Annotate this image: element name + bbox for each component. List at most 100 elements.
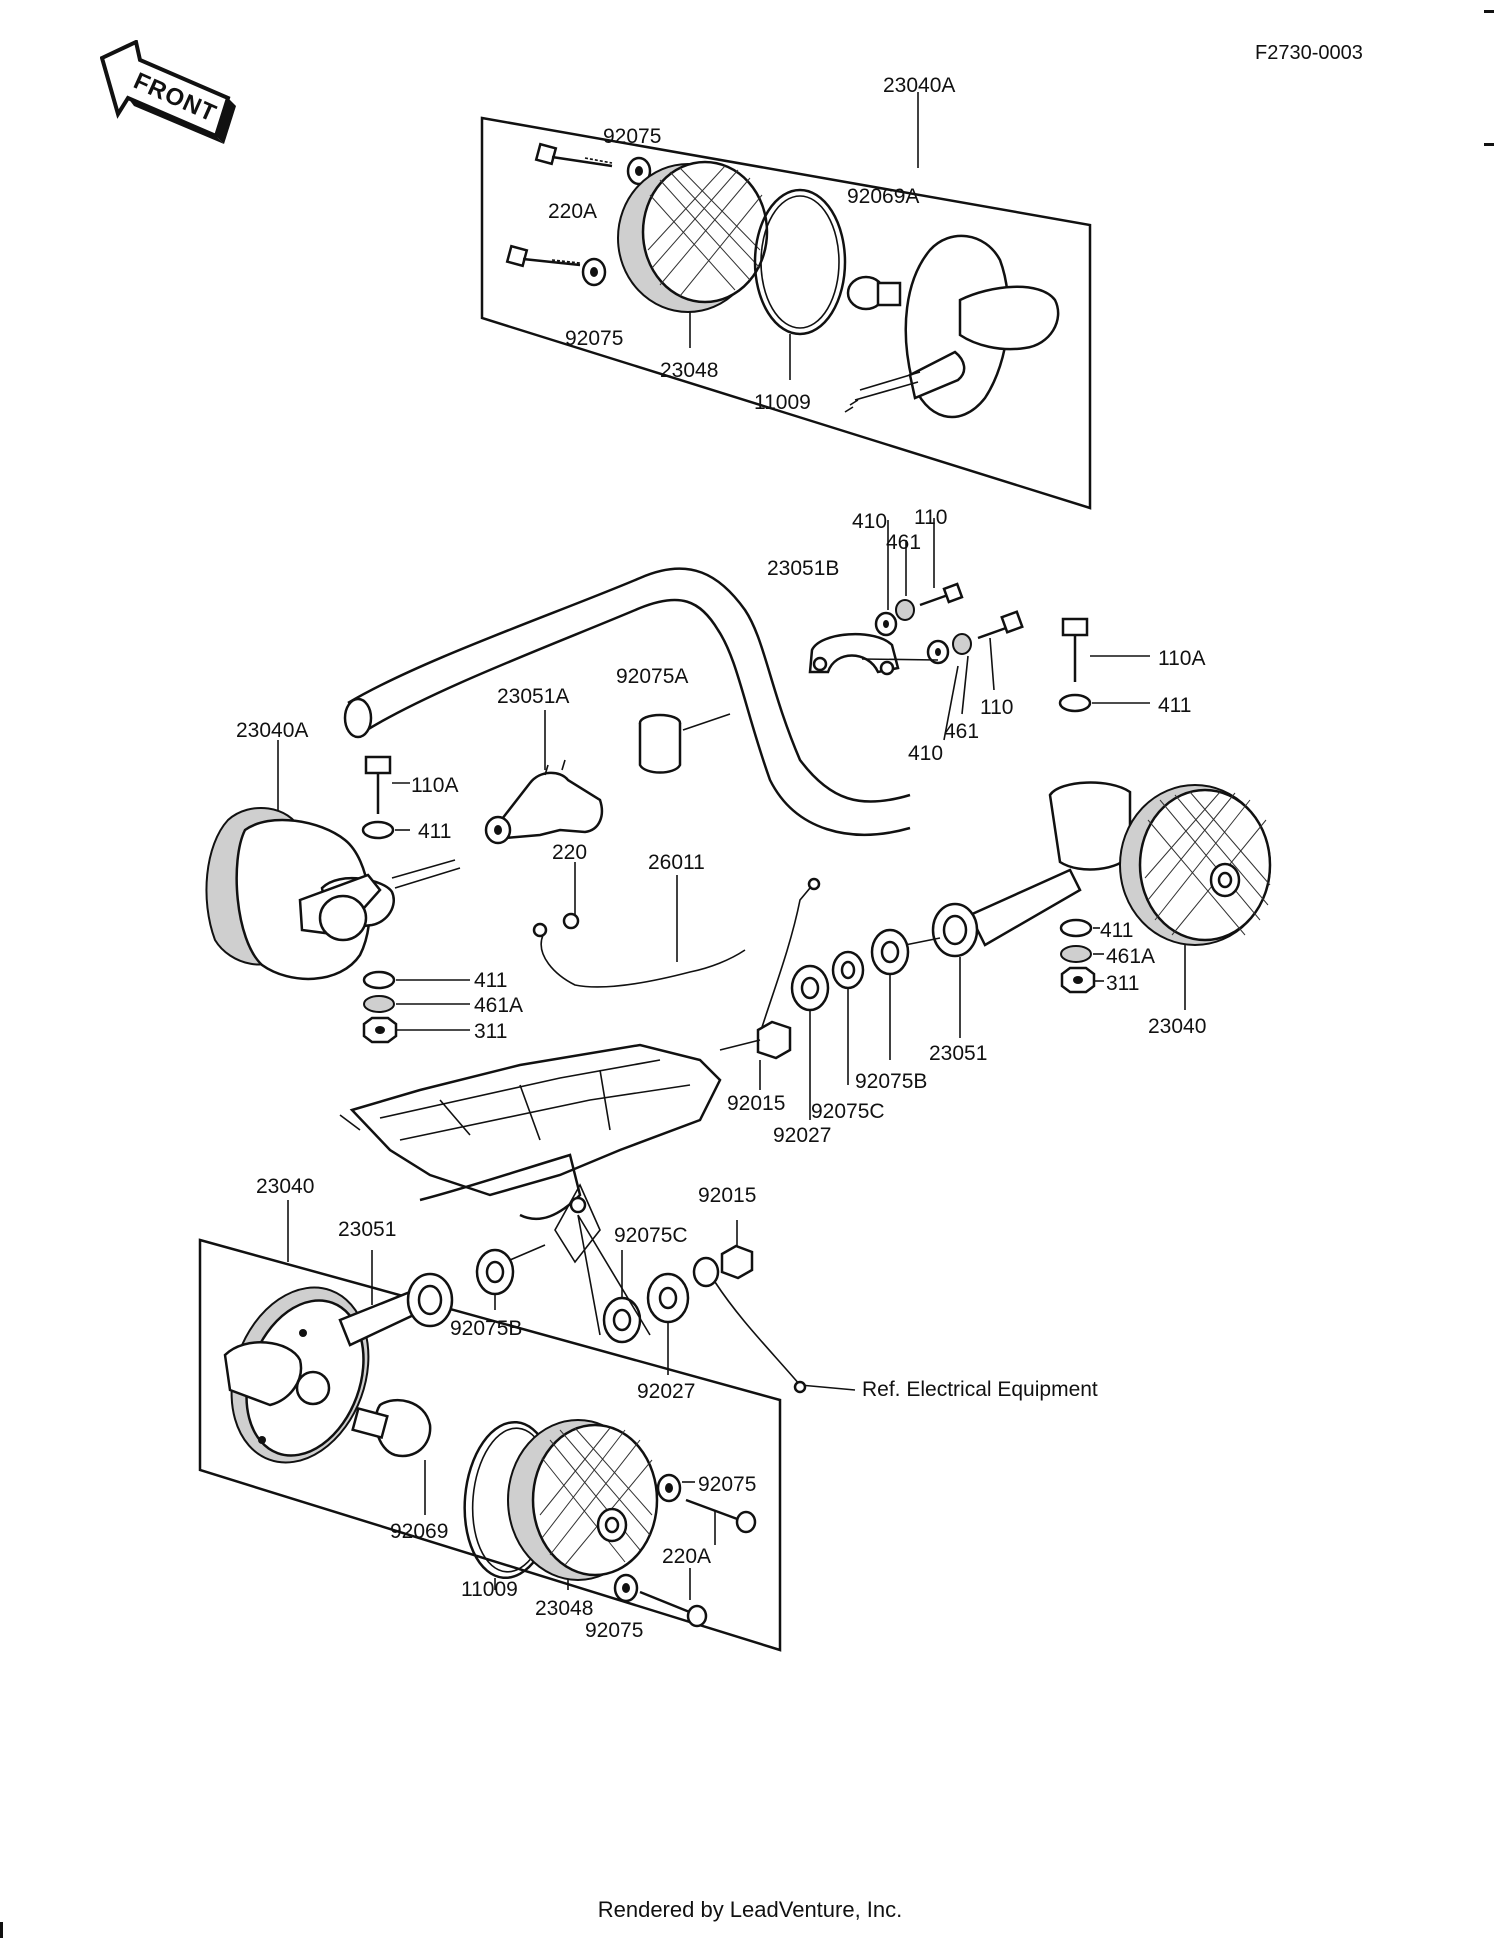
grommet-92027-right [790,964,830,1120]
washer-461A-right [1060,945,1104,963]
washer-411-right-bottom [1059,918,1100,938]
label-23040A-left: 23040A [236,719,308,742]
label-11009-b: 11009 [461,1578,518,1601]
bottom-assembly-panel [198,1200,782,1652]
gasket-11009-top [753,188,847,380]
washer-411-right-top [1058,693,1150,713]
washer-410-upper [874,611,898,637]
label-23040A-top: 23040A [883,74,955,97]
label-92075-a: 92075 [603,125,661,148]
label-92075C-a: 92075C [811,1100,885,1123]
leader-frame-bracket [577,1214,651,1336]
label-23051B: 23051B [767,557,839,580]
bolt-110A-left [364,755,410,814]
label-220A-a: 220A [548,200,597,223]
washer-461-upper [895,599,915,621]
grommet-92027-bottom [646,1272,690,1375]
bolt-110-upper [919,582,964,607]
bolt-220A-bottom-upper [685,1498,757,1545]
label-411-c: 411 [474,969,507,992]
washer-410-lower [926,639,950,665]
lens-23048-top [617,160,769,348]
stalk-23051-bottom [338,1250,454,1347]
label-110A-b: 110A [411,774,459,797]
label-92075B-b: 92075B [450,1317,522,1340]
reference-note: Ref. Electrical Equipment [862,1378,1098,1401]
grommet-92075B-right [870,928,910,1060]
bulb-92069A [846,275,902,311]
label-92075B-a: 92075B [855,1070,927,1093]
label-461A-b: 461A [1106,945,1155,968]
bolt-110-lower [977,610,1024,640]
stalk-23051-right [904,868,1082,1038]
label-92075A: 92075A [616,665,688,688]
corner-tick-bottom [0,1922,3,1938]
bolt-220A-lower [505,244,581,268]
label-92069: 92069 [390,1520,448,1543]
bolt-220A-bottom-lower [639,1568,708,1628]
frame-bracket [339,1043,722,1264]
corner-tick-top [1484,10,1494,13]
footer-credit: Rendered by LeadVenture, Inc. [597,1897,903,1922]
nut-311-left [362,1016,470,1044]
label-92069A: 92069A [847,185,919,208]
clamp-23051B [808,632,900,676]
switch-housing-23051A [484,710,604,845]
label-411-d: 411 [1100,919,1133,942]
front-arrow-icon [100,40,236,144]
label-110-b: 110 [980,696,1013,719]
leader-clamp [861,658,939,661]
lead-26011 [532,875,821,1041]
label-110-a: 110 [914,506,947,529]
washer-411-left-top [361,820,410,840]
grommet-92075B-bottom [475,1244,546,1310]
housing-top [844,234,1060,419]
sleeve-92075A [638,713,731,774]
label-410-a: 410 [852,510,887,533]
bolt-110A-right [1061,617,1150,682]
washer-411-left-bottom [362,970,470,990]
signal-23040A-left [205,740,461,981]
bolt-220A-upper [534,142,613,168]
nut-311-right [1060,966,1104,994]
label-461-b: 461 [944,720,979,743]
washer-92075-bottom-lower [613,1573,639,1603]
label-461A-a: 461A [474,994,523,1017]
washer-92075-upper [626,156,652,186]
top-assembly-panel [480,92,1092,510]
washer-92075-lower [581,257,607,287]
nut-92015-bottom [692,1220,856,1394]
label-92015-b: 92015 [698,1184,756,1207]
signal-23040-right [1048,781,1272,1010]
housing-bottom [223,1286,370,1464]
label-110A-a: 110A [1158,647,1206,670]
washer-92075-bottom-upper [656,1473,695,1503]
label-92075-b: 92075 [565,327,623,350]
label-311-a: 311 [474,1020,507,1043]
label-220: 220 [552,841,587,864]
bulb-92069 [351,1398,432,1515]
lens-23048-bottom [507,1419,659,1590]
washer-461A-left [363,995,470,1013]
screw-220 [562,862,580,930]
label-23040-right: 23040 [1148,1015,1206,1038]
label-23048-a: 23048 [660,359,718,382]
label-461-a: 461 [886,531,921,554]
label-411-b: 411 [418,820,451,843]
label-92015-a: 92015 [727,1092,785,1115]
label-220A-b: 220A [662,1545,711,1568]
washer-92075C-right [831,950,865,1085]
label-11009-a: 11009 [754,391,811,414]
nut-92015-right [719,1020,792,1090]
label-23040-bottom: 23040 [256,1175,314,1198]
figure-code: F2730-0003 [1255,42,1363,64]
label-23048-b: 23048 [535,1597,593,1620]
label-92027-a: 92027 [773,1124,831,1147]
washer-92075C-bottom [602,1250,642,1344]
corner-tick-side [1484,143,1494,146]
label-23051-a: 23051 [929,1042,987,1065]
label-411-a: 411 [1158,694,1191,717]
label-92075C-b: 92075C [614,1224,688,1247]
label-23051A: 23051A [497,685,569,708]
